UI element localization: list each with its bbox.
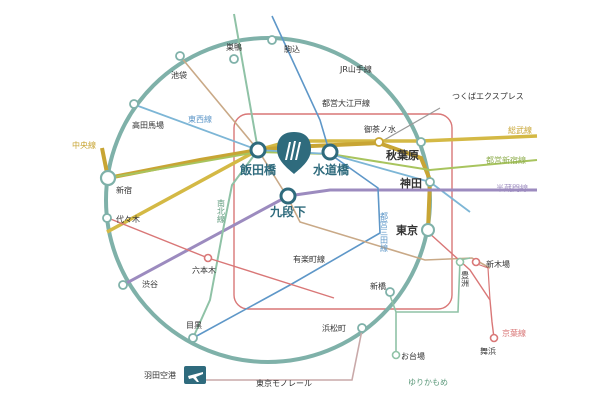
station-marker-meguro[interactable]	[188, 333, 198, 343]
station-label-takadanobaba: 高田馬場	[132, 120, 164, 130]
namboku-line	[192, 13, 260, 339]
station-label-ochanomizu: 御茶ノ水	[364, 124, 396, 134]
station-label-suidobashi: 水道橋	[313, 162, 350, 177]
station-label-odaiba: お台場	[401, 351, 425, 361]
station-marker-shinkiba[interactable]	[471, 257, 481, 267]
toei-mita-line	[192, 15, 381, 339]
line-label-yamanote: JR山手線	[339, 64, 372, 74]
line-label-yurakucho: 有楽町線	[293, 254, 325, 264]
station-label-iidabashi: 飯田橋	[239, 162, 277, 177]
station-label-hamamatsucho: 浜松町	[322, 323, 346, 333]
station-marker-toyosu[interactable]	[455, 257, 465, 267]
station-marker-ochanomizu[interactable]	[374, 137, 384, 147]
station-marker-iidabashi[interactable]	[249, 141, 267, 159]
station-label-akihabara: 秋葉原	[386, 148, 419, 162]
station-marker-shibuya[interactable]	[118, 280, 128, 290]
line-label-toei-shinjuku: 都営新宿線	[486, 155, 526, 165]
line-label-oedo: 都営大江戸線	[322, 98, 370, 108]
tsukuba-express-line	[378, 107, 441, 144]
station-marker-hamamatsucho[interactable]	[357, 323, 367, 333]
station-label-toyosu: 豊洲	[461, 270, 470, 287]
station-marker-shinjuku[interactable]	[99, 169, 117, 187]
line-label-keiyo: 京葉線	[502, 328, 526, 338]
station-label-shibuya: 渋谷	[142, 279, 158, 289]
station-label-shimbashi: 新橋	[370, 281, 386, 291]
airplane-icon	[184, 366, 206, 384]
station-label-kanda: 神田	[400, 176, 422, 190]
station-marker-akihabara[interactable]	[416, 137, 426, 147]
station-marker-komagome[interactable]	[267, 35, 277, 45]
station-marker-takadanobaba[interactable]	[129, 99, 139, 109]
location-pin-icon	[277, 132, 311, 174]
station-label-shinjuku: 新宿	[116, 185, 132, 195]
station-label-maihama: 舞浜	[480, 346, 496, 356]
station-marker-sugamo[interactable]	[229, 54, 239, 64]
station-marker-ikebukuro[interactable]	[175, 51, 185, 61]
yurikamome-line	[387, 257, 471, 355]
station-label-yoyogi: 代々木	[116, 214, 140, 224]
line-label-tsukuba: つくばエクスプレス	[452, 92, 524, 101]
line-label-tozai: 東西線	[188, 114, 212, 124]
line-label-yurikamome: ゆりかもめ	[408, 378, 448, 387]
station-marker-maihama[interactable]	[489, 333, 499, 343]
line-label-sobu: 総武線	[508, 125, 532, 135]
station-label-shinkiba: 新木場	[486, 259, 510, 269]
station-marker-odaiba[interactable]	[391, 350, 401, 360]
station-marker-shimbashi[interactable]	[385, 287, 395, 297]
station-label-tokyo: 東京	[396, 223, 418, 237]
station-label-ikebukuro: 池袋	[171, 70, 187, 80]
station-marker-kudanshita[interactable]	[279, 187, 297, 205]
oedo-line-loop	[233, 113, 453, 310]
station-label-meguro: 目黒	[186, 321, 202, 330]
line-label-namboku: 南北線	[217, 198, 226, 223]
station-label-roppongi: 六本木	[192, 265, 216, 275]
station-marker-tokyo[interactable]	[421, 223, 435, 237]
station-label-sugamo: 巣鴨	[226, 42, 242, 52]
line-label-toei-mita: 都営三田線	[380, 212, 389, 252]
station-marker-yoyogi[interactable]	[102, 213, 112, 223]
sobu-line	[106, 134, 538, 234]
hanzomon-line	[122, 188, 537, 287]
line-label-chuo: 中央線	[72, 140, 96, 150]
station-label-haneda: 羽田空港	[144, 370, 176, 380]
station-label-kudanshita: 九段下	[269, 204, 306, 219]
station-label-komagome: 駒込	[284, 44, 300, 54]
line-label-hanzomon: 半蔵門線	[496, 183, 528, 193]
line-label-monorail: 東京モノレール	[256, 378, 312, 388]
station-marker-roppongi[interactable]	[203, 253, 213, 263]
station-marker-suidobashi[interactable]	[321, 143, 339, 161]
station-marker-kanda[interactable]	[425, 177, 435, 187]
